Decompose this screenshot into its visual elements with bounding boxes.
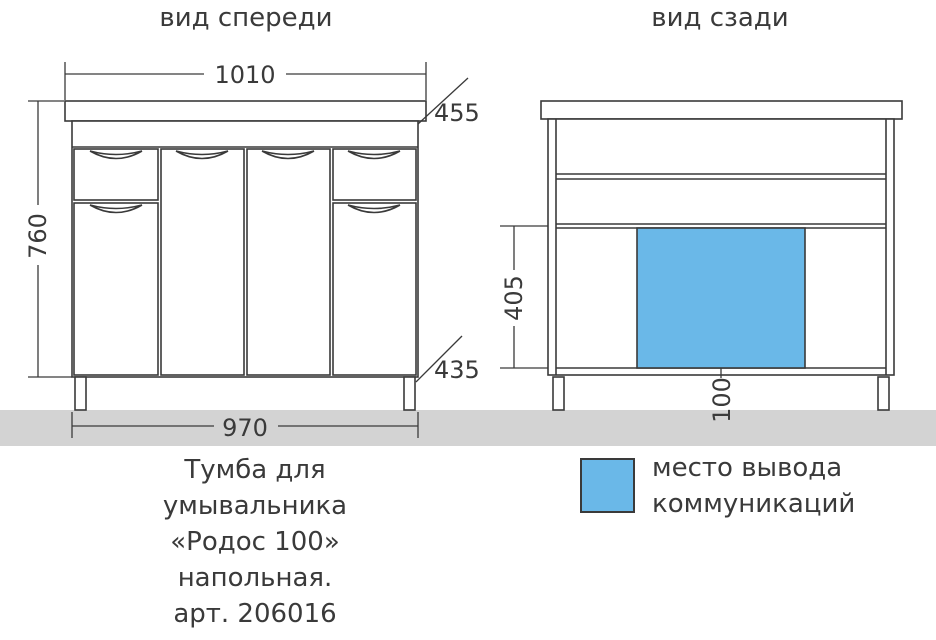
dim-depth-top-line (417, 77, 469, 125)
dim-outlet-offset: 100 (708, 377, 736, 423)
back-view-label: вид сзади (651, 3, 788, 33)
handle-recess (261, 150, 315, 160)
floor-band (0, 410, 936, 446)
caption-line: напольная. (177, 563, 333, 593)
front-countertop (64, 100, 427, 122)
dim-height: 760 (24, 213, 52, 259)
caption-line: умывальника (162, 491, 348, 521)
legend-swatch (580, 458, 635, 513)
dim-outlet-height: 405 (500, 275, 528, 321)
back-leg-left (552, 376, 565, 411)
handle-recess (89, 150, 143, 160)
handle-recess (175, 150, 229, 160)
caption-line: «Родос 100» (170, 527, 340, 557)
dim-label-bg (214, 412, 278, 442)
back-leg-right (877, 376, 890, 411)
legend-line: коммуникаций (652, 489, 856, 519)
front-leg-right (403, 376, 416, 411)
dim-depth-top: 455 (434, 99, 480, 127)
dim-label-bg (204, 58, 286, 90)
front-left-drawer (73, 148, 159, 201)
dim-label-bg (498, 270, 530, 326)
front-center-right-door (246, 148, 331, 376)
back-countertop (540, 100, 903, 120)
dim-depth-bottom-line (415, 335, 463, 383)
front-right-drawer (332, 148, 417, 201)
handle-recess (347, 204, 401, 214)
handle-recess (347, 150, 401, 160)
front-view-label: вид спереди (159, 3, 332, 33)
front-center-left-door (160, 148, 245, 376)
legend-text: место вывода коммуникаций (652, 450, 855, 522)
caption-article: арт. 206016 (173, 599, 337, 629)
front-right-door (332, 202, 417, 376)
front-left-door (73, 202, 159, 376)
caption-line: Тумба для (184, 455, 326, 485)
dim-width-top: 1010 (214, 61, 275, 89)
dim-width-bottom: 970 (222, 414, 268, 442)
front-view: 1010 760 455 435 970 (22, 58, 480, 442)
product-caption: Тумба для умывальника «Родос 100» наполь… (120, 452, 390, 632)
dim-label-bg (22, 205, 54, 265)
dim-depth-bottom: 435 (434, 356, 480, 384)
handle-recess (89, 204, 143, 214)
back-view: 405 100 (498, 100, 903, 423)
legend-line: место вывода (652, 453, 843, 483)
outlet-area (636, 227, 806, 369)
front-leg-left (74, 376, 87, 411)
